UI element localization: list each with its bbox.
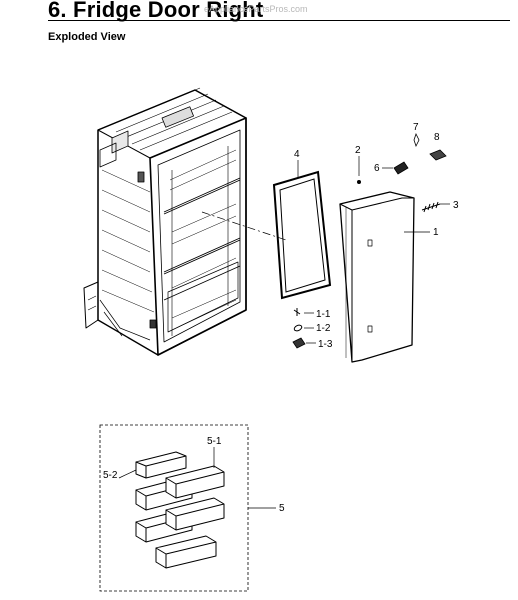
- part-1-3-cap: [292, 337, 306, 349]
- fridge-cabinet: [83, 87, 247, 356]
- callout-7: 7: [413, 122, 419, 133]
- title-rule: [48, 20, 510, 21]
- fridge-door-panel: [339, 191, 415, 363]
- callout-5: 5: [279, 503, 285, 514]
- callout-1: 1: [433, 227, 439, 238]
- section-subtitle: Exploded View: [48, 31, 126, 43]
- part-7-screw: [413, 132, 420, 148]
- watermark: eAppliancePartsPros.com: [204, 4, 308, 14]
- leader-line-5-2: [118, 469, 137, 479]
- callout-5-1: 5-1: [207, 436, 222, 447]
- door-bin-5-2: [135, 451, 187, 479]
- part-2-screw: [357, 180, 361, 184]
- callout-1-2: 1-2: [316, 323, 331, 334]
- door-gasket: [272, 170, 332, 300]
- page-title: 6. Fridge Door Right: [48, 0, 264, 22]
- callout-1-1: 1-1: [316, 309, 331, 320]
- callout-6: 6: [374, 163, 380, 174]
- alignment-line: [201, 211, 287, 241]
- part-1-2-pin: [293, 324, 303, 332]
- callout-4: 4: [294, 149, 300, 160]
- part-6-hinge-cover: [393, 161, 409, 175]
- callout-5-2: 5-2: [103, 470, 118, 481]
- callout-8: 8: [434, 132, 440, 143]
- part-3-spring: [421, 201, 441, 213]
- part-8-hinge: [429, 149, 447, 161]
- callout-3: 3: [453, 200, 459, 211]
- part-1-1-screw: [293, 308, 301, 316]
- callout-1-3: 1-3: [318, 339, 333, 350]
- callout-2: 2: [355, 145, 361, 156]
- door-bin-stack: [135, 465, 225, 569]
